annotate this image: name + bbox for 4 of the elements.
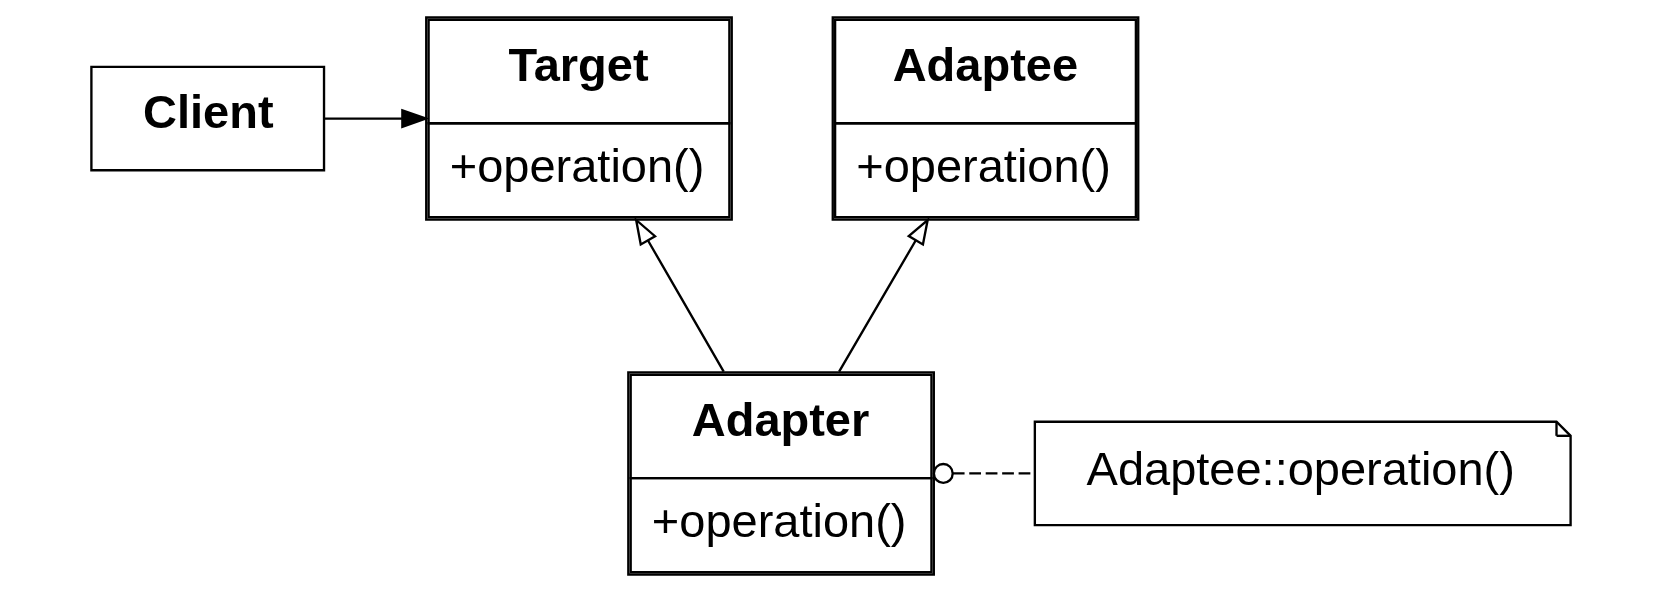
arrow	[634, 216, 725, 373]
arrow	[838, 216, 930, 373]
arrow	[324, 108, 430, 129]
node-box: Client	[90, 65, 326, 172]
